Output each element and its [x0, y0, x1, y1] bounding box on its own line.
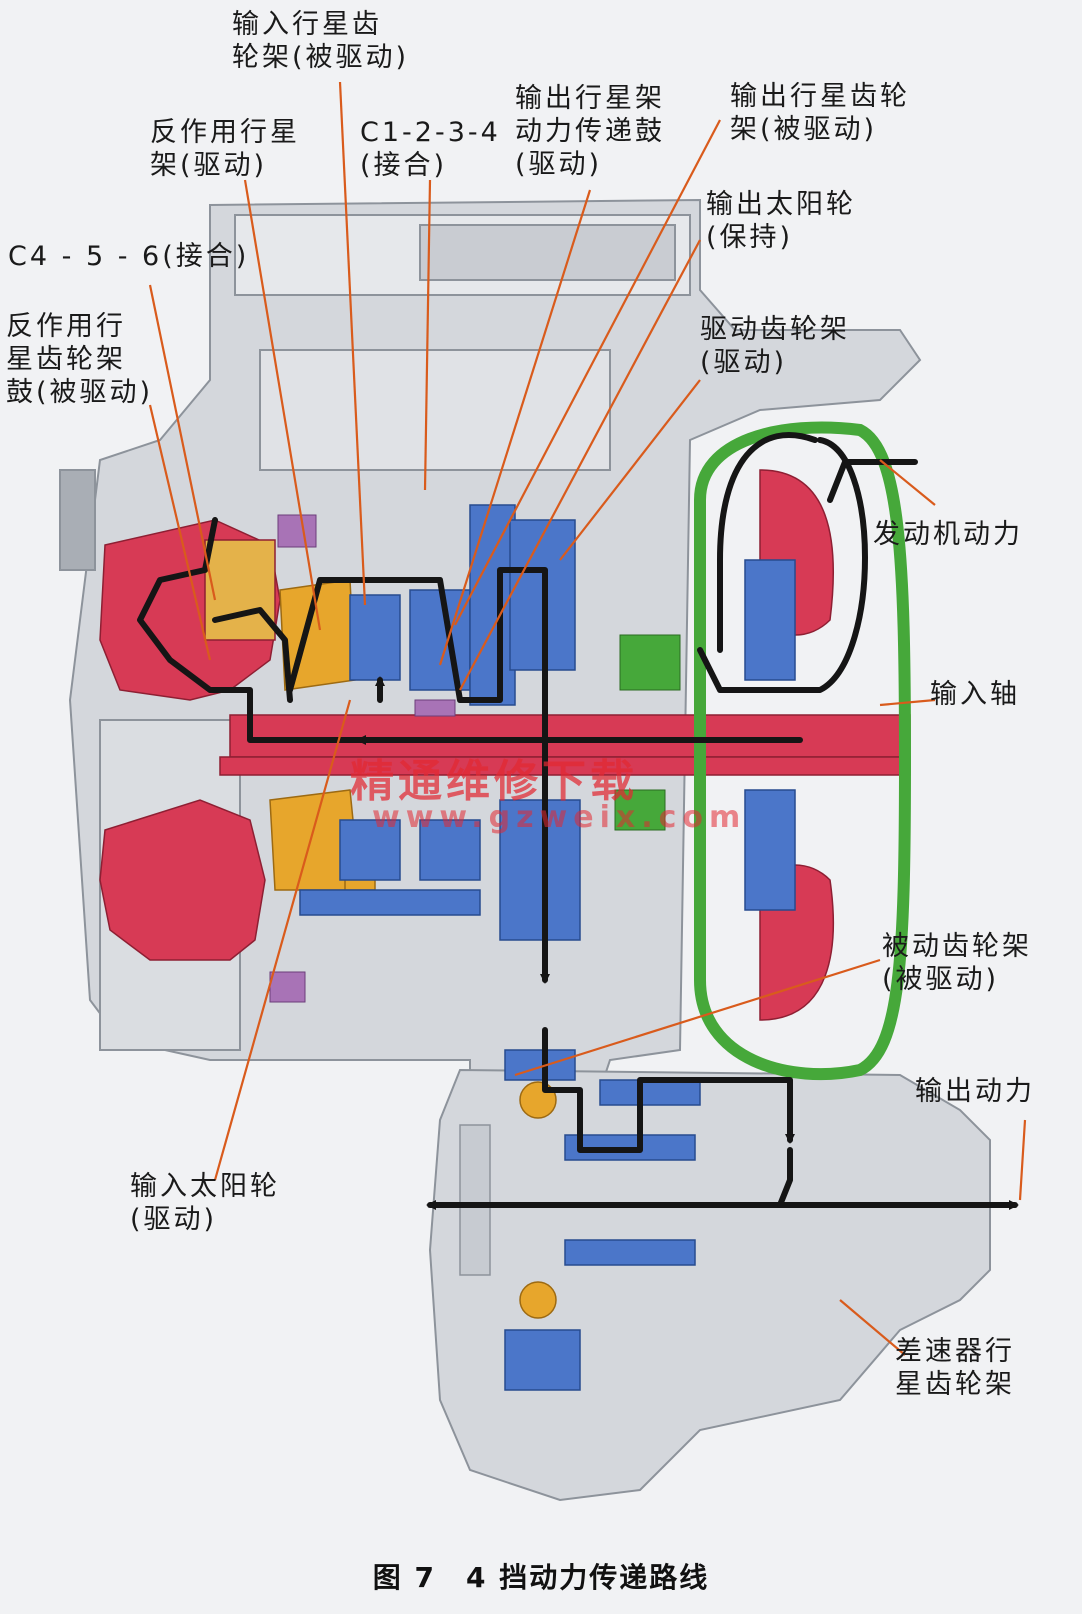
watermark-title: 精通维修下载 [350, 756, 638, 807]
planetary-gearsets [299, 504, 581, 941]
label-input-sun: 输入太阳轮 (驱动) [130, 1171, 280, 1235]
label-clutch-1234: C1-2-3-4 (接合) [360, 117, 501, 181]
label-output-carrier-drum: 输出行星架 动力传递鼓 (驱动) [515, 83, 665, 180]
label-differential-carrier: 差速器行 星齿轮架 [895, 1336, 1015, 1400]
label-reaction-carrier-drum: 反作用行 星齿轮架 鼓(被驱动) [6, 311, 154, 408]
label-drive-sprocket: 驱动齿轮架 (驱动) [700, 314, 850, 378]
differential-assembly [459, 1049, 701, 1391]
label-input-carrier: 输入行星齿 轮架(被驱动) [232, 9, 410, 73]
watermark-url: www.gzweix.com [372, 800, 747, 835]
label-leader-lines [148, 81, 1027, 1356]
label-output-sun: 输出太阳轮 (保持) [706, 189, 856, 253]
figure-caption: 图 7 4 挡动力传递路线 [372, 1561, 710, 1594]
reaction-clutch-assembly [99, 519, 281, 961]
label-output-power: 输出动力 [915, 1076, 1035, 1107]
label-output-carrier: 输出行星齿轮 架(被驱动) [730, 81, 910, 145]
label-reaction-carrier: 反作用行星 架(驱动) [150, 117, 300, 181]
label-clutch-456: C4 - 5 - 6(接合) [8, 241, 250, 272]
purple-components [269, 514, 456, 1003]
label-driven-sprocket: 被动齿轮架 (被驱动) [882, 931, 1032, 995]
label-engine-power: 发动机动力 [873, 519, 1023, 550]
label-input-shaft: 输入轴 [930, 679, 1020, 710]
